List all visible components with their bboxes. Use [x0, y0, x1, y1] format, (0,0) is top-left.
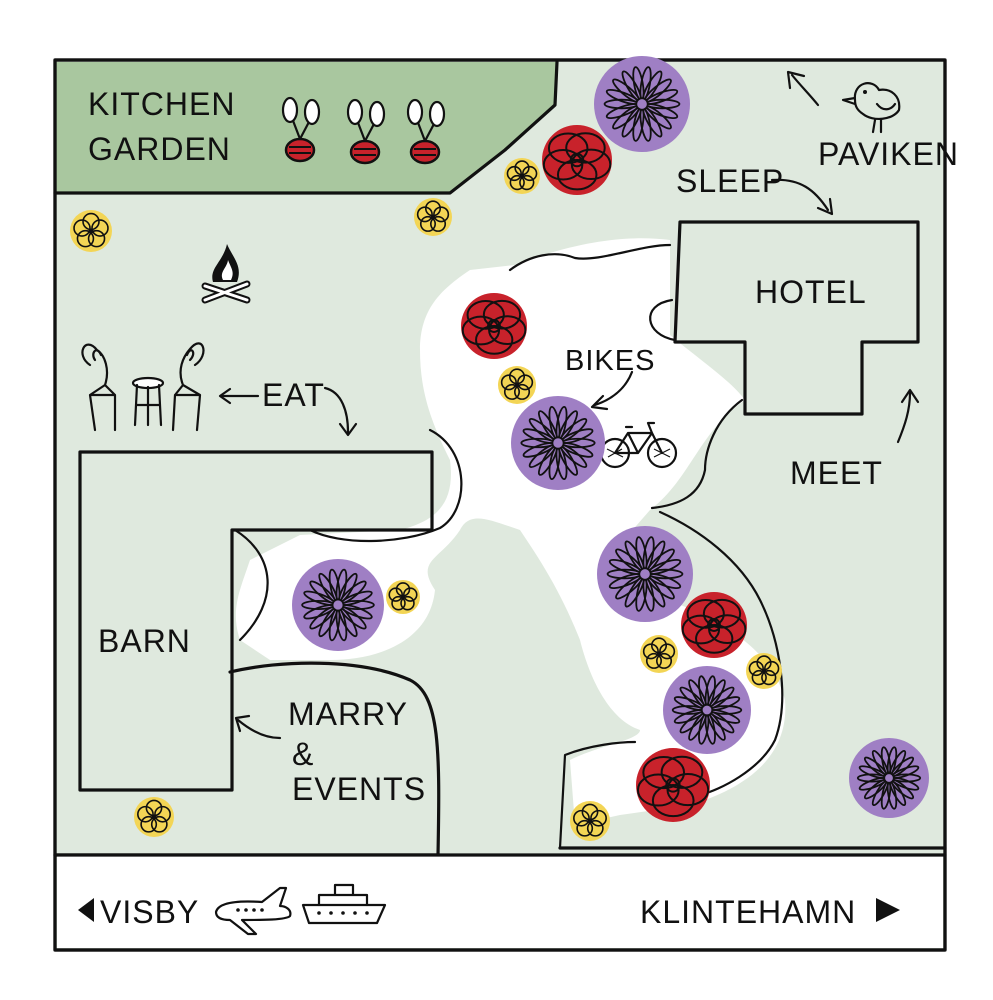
path-edge — [308, 428, 463, 543]
eat-arrow-left — [218, 387, 260, 405]
kitchen-garden-border — [53, 60, 559, 195]
garden-path — [235, 238, 786, 825]
kitchen-garden-label-line2: GARDEN — [88, 131, 231, 167]
bikes-arrow — [590, 370, 634, 411]
purple-flower-icon — [594, 56, 690, 152]
klintehamn-label[interactable]: KLINTEHAMN — [640, 894, 856, 930]
events-lawn-border — [228, 661, 441, 857]
path-edge — [658, 510, 784, 797]
yellow-flower-icon — [70, 210, 112, 252]
radish-icon — [281, 96, 321, 163]
events-arrow — [234, 714, 282, 740]
campfire-icon — [201, 244, 251, 304]
path-edge — [649, 298, 677, 342]
yellow-flower-icon — [134, 797, 174, 837]
yellow-flower-icon — [640, 635, 678, 673]
barn-building[interactable] — [78, 450, 434, 792]
road-strip — [57, 855, 943, 948]
purple-flower-icon — [849, 738, 929, 818]
barn-label: BARN — [98, 623, 191, 659]
visby-arrow-icon[interactable] — [78, 898, 94, 922]
red-poppy-icon — [542, 125, 612, 195]
ampersand-label: & — [292, 736, 314, 772]
ferry-icon — [301, 883, 387, 925]
sleep-label: SLEEP — [676, 163, 784, 199]
red-poppy-icon — [681, 592, 747, 658]
yellow-flower-icon — [386, 580, 420, 614]
path-edge — [233, 528, 269, 642]
path-edge — [650, 398, 744, 510]
purple-flower-icon — [292, 559, 384, 651]
yellow-flower-icon — [414, 198, 452, 236]
hotel-building[interactable] — [673, 220, 920, 416]
flowers-layer — [70, 56, 929, 841]
yellow-flower-icon — [746, 653, 782, 689]
klintehamn-arrow-icon[interactable] — [876, 898, 900, 922]
paviken-label: PAVIKEN — [818, 136, 959, 172]
purple-flower-icon — [597, 526, 693, 622]
chairs-table-icon — [81, 342, 205, 432]
meet-label: MEET — [790, 455, 883, 491]
bikes-label: BIKES — [565, 345, 655, 377]
yellow-flower-icon — [504, 158, 540, 194]
yellow-flower-icon — [498, 366, 536, 404]
purple-flower-icon — [663, 666, 751, 754]
events-label: EVENTS — [292, 771, 426, 807]
sleep-arrow — [770, 178, 834, 216]
marry-label: MARRY — [288, 696, 408, 732]
eat-arrow-down — [323, 386, 358, 437]
map-frame-outline — [53, 58, 947, 952]
meet-arrow — [896, 388, 920, 444]
purple-flower-icon — [511, 396, 605, 490]
radish-icon — [346, 98, 386, 165]
bird-icon — [841, 82, 901, 134]
visby-label[interactable]: VISBY — [100, 894, 199, 930]
kitchen-garden-label: KITCHEN — [88, 86, 235, 122]
yellow-flower-icon — [570, 801, 610, 841]
hotel-label: HOTEL — [755, 274, 867, 310]
path-edge — [508, 243, 672, 272]
red-poppy-icon — [461, 293, 527, 359]
path-edge — [558, 740, 637, 850]
red-poppy-icon — [636, 748, 710, 822]
airplane-icon — [214, 886, 292, 936]
radish-icon — [406, 98, 446, 165]
eat-label: EAT — [262, 377, 325, 413]
paviken-arrow — [786, 70, 820, 107]
